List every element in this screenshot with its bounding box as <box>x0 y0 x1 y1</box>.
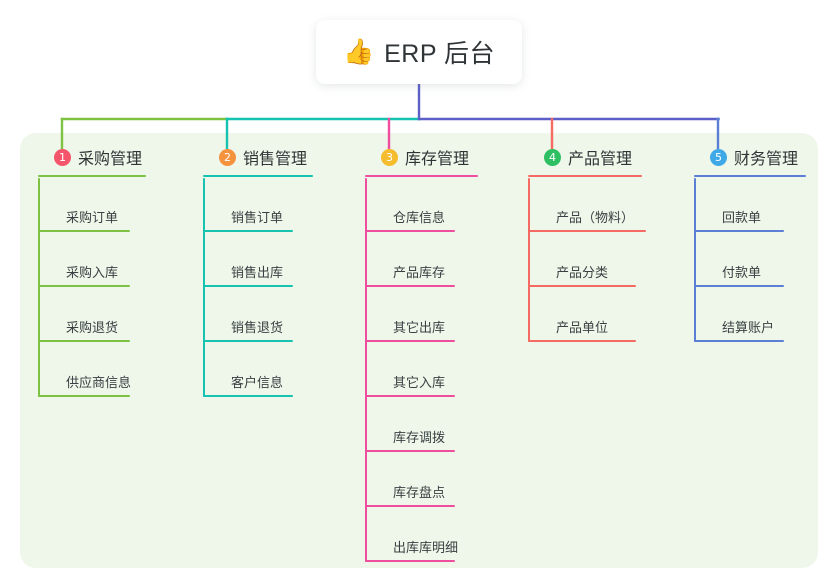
leaf-node-label: 客户信息 <box>231 375 284 390</box>
leaf-node[interactable]: 供应商信息 <box>38 361 132 397</box>
branch-header-2[interactable]: 2 销售管理 <box>203 145 313 169</box>
leaf-node-underline <box>203 285 293 287</box>
leaf-node-underline <box>365 505 455 507</box>
leaf-node[interactable]: 客户信息 <box>203 361 293 397</box>
leaf-node-underline <box>528 285 636 287</box>
branch-column-4: 4 产品管理 <box>528 145 642 177</box>
leaf-node[interactable]: 回款单 <box>694 196 784 232</box>
branch-title-label: 财务管理 <box>734 151 799 168</box>
root-node-title: ERP 后台 <box>384 40 496 68</box>
leaf-node[interactable]: 仓库信息 <box>365 196 455 232</box>
leaf-node-label: 产品分类 <box>556 265 609 280</box>
leaf-node[interactable]: 销售退货 <box>203 306 293 342</box>
root-node-card[interactable]: 👍 ERP 后台 <box>316 20 522 84</box>
branch-spine-1 <box>38 178 40 397</box>
leaf-node-label: 销售退货 <box>231 320 284 335</box>
leaf-node-underline <box>365 560 455 562</box>
branch-number-badge: 5 <box>710 148 727 166</box>
leaf-node-label: 采购入库 <box>66 265 119 280</box>
branch-title-label: 销售管理 <box>243 151 308 168</box>
leaf-node-underline <box>694 230 784 232</box>
leaf-node[interactable]: 库存调拨 <box>365 416 455 452</box>
leaf-node-underline <box>203 340 293 342</box>
branch-header-underline <box>38 175 146 177</box>
leaf-node-label: 库存盘点 <box>393 485 446 500</box>
thumbs-up-icon: 👍 <box>342 37 375 66</box>
branch-header-5[interactable]: 5 财务管理 <box>694 145 806 169</box>
branch-column-5: 5 财务管理 <box>694 145 806 177</box>
leaf-node-label: 销售订单 <box>231 210 284 225</box>
branch-column-3: 3 库存管理 <box>365 145 478 177</box>
leaf-node[interactable]: 销售订单 <box>203 196 293 232</box>
branch-header-4[interactable]: 4 产品管理 <box>528 145 642 169</box>
branch-header-underline <box>694 175 806 177</box>
leaf-node[interactable]: 其它出库 <box>365 306 455 342</box>
branch-title-label: 产品管理 <box>568 151 633 168</box>
leaf-node-underline <box>365 285 455 287</box>
leaf-node-label: 采购退货 <box>66 320 119 335</box>
branch-number-badge: 4 <box>544 148 561 166</box>
leaf-node-label: 产品（物料） <box>556 210 635 225</box>
leaf-node[interactable]: 产品库存 <box>365 251 455 287</box>
branch-spine-5 <box>694 178 696 342</box>
leaf-node[interactable]: 销售出库 <box>203 251 293 287</box>
leaf-node[interactable]: 产品分类 <box>528 251 636 287</box>
leaf-node-underline <box>365 395 455 397</box>
leaf-node-underline <box>38 230 130 232</box>
branch-header-underline <box>203 175 313 177</box>
leaf-node-label: 采购订单 <box>66 210 119 225</box>
branch-header-underline <box>365 175 478 177</box>
leaf-node-underline <box>365 450 455 452</box>
leaf-node-label: 出库库明细 <box>393 540 459 555</box>
leaf-node-underline <box>38 285 130 287</box>
leaf-node-underline <box>365 230 455 232</box>
branch-title-label: 采购管理 <box>78 151 143 168</box>
leaf-node[interactable]: 其它入库 <box>365 361 455 397</box>
leaf-node-underline <box>38 395 130 397</box>
branch-header-1[interactable]: 1 采购管理 <box>38 145 146 169</box>
branch-column-2: 2 销售管理 <box>203 145 313 177</box>
leaf-node-label: 产品单位 <box>556 320 609 335</box>
leaf-node-label: 仓库信息 <box>393 210 446 225</box>
leaf-node-label: 付款单 <box>722 265 762 280</box>
branch-spine-2 <box>203 178 205 397</box>
leaf-node-underline <box>694 285 784 287</box>
branch-number-badge: 3 <box>381 148 398 166</box>
branch-number-badge: 1 <box>54 148 71 166</box>
root-node-content: 👍 ERP 后台 <box>343 34 495 70</box>
branch-title-label: 库存管理 <box>405 151 470 168</box>
diagram-background-panel <box>20 133 818 568</box>
leaf-node[interactable]: 产品（物料） <box>528 196 646 232</box>
leaf-node-label: 库存调拨 <box>393 430 446 445</box>
leaf-node-underline <box>528 340 636 342</box>
leaf-node[interactable]: 付款单 <box>694 251 784 287</box>
leaf-node[interactable]: 结算账户 <box>694 306 784 342</box>
leaf-node[interactable]: 采购退货 <box>38 306 130 342</box>
leaf-node-label: 其它入库 <box>393 375 446 390</box>
branch-number-badge: 2 <box>219 148 236 166</box>
leaf-node-underline <box>203 230 293 232</box>
branch-spine-3 <box>365 178 367 562</box>
leaf-node[interactable]: 库存盘点 <box>365 471 455 507</box>
leaf-node-underline <box>365 340 455 342</box>
leaf-node-label: 供应商信息 <box>66 375 132 390</box>
branch-header-3[interactable]: 3 库存管理 <box>365 145 478 169</box>
leaf-node-label: 其它出库 <box>393 320 446 335</box>
leaf-node-underline <box>203 395 293 397</box>
leaf-node[interactable]: 采购订单 <box>38 196 130 232</box>
leaf-node-label: 销售出库 <box>231 265 284 280</box>
leaf-node-label: 结算账户 <box>722 320 775 335</box>
leaf-node[interactable]: 采购入库 <box>38 251 130 287</box>
leaf-node[interactable]: 出库库明细 <box>365 526 459 562</box>
branch-spine-4 <box>528 178 530 342</box>
leaf-node-underline <box>38 340 130 342</box>
leaf-node-underline <box>528 230 646 232</box>
leaf-node-label: 回款单 <box>722 210 762 225</box>
branch-column-1: 1 采购管理 <box>38 145 146 177</box>
branch-header-underline <box>528 175 642 177</box>
leaf-node-underline <box>694 340 784 342</box>
leaf-node[interactable]: 产品单位 <box>528 306 636 342</box>
leaf-node-label: 产品库存 <box>393 265 446 280</box>
